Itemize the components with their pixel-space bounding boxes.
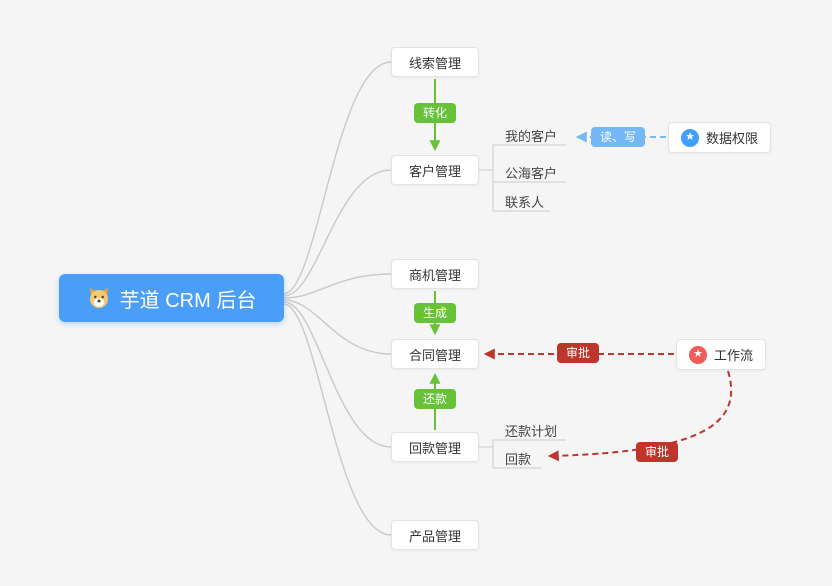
root-node-crm-backend: 芋道 CRM 后台	[59, 274, 284, 322]
edge-label-convert: 转化	[414, 103, 457, 123]
node-workflow: ★ 工作流	[676, 339, 767, 370]
subitem-contacts: 联系人	[505, 195, 545, 210]
node-payment-management: 回款管理	[391, 432, 479, 462]
node-product-management-label: 产品管理	[408, 528, 461, 544]
star-icon: ★	[689, 345, 707, 364]
dog-logo-icon	[87, 286, 111, 310]
subitem-repayment-plan: 还款计划	[505, 424, 558, 439]
node-opportunity-management: 商机管理	[391, 259, 479, 289]
edge-label-generate: 生成	[414, 303, 457, 323]
node-customer-management-label: 客户管理	[408, 163, 461, 179]
star-icon: ★	[681, 128, 699, 147]
subitem-my-customers: 我的客户	[505, 129, 558, 144]
node-customer-management: 客户管理	[391, 155, 479, 185]
node-data-permission-label: 数据权限	[706, 131, 759, 146]
root-node-label: 芋道 CRM 后台	[119, 289, 257, 312]
edge-label-repay: 还款	[414, 389, 457, 409]
node-product-management: 产品管理	[391, 520, 479, 550]
edge-label-approve-contract: 审批	[557, 343, 600, 363]
subitem-public-pool-customers: 公海客户	[505, 166, 558, 181]
edge-label-read-write: 读、写	[591, 127, 646, 147]
node-workflow-label: 工作流	[714, 348, 754, 363]
subitem-payment: 回款	[505, 452, 532, 467]
node-data-permission: ★ 数据权限	[668, 122, 772, 153]
node-contract-management: 合同管理	[391, 339, 479, 369]
node-lead-management-label: 线索管理	[408, 55, 461, 71]
node-contract-management-label: 合同管理	[408, 347, 461, 363]
node-lead-management: 线索管理	[391, 47, 479, 77]
node-opportunity-management-label: 商机管理	[408, 267, 461, 283]
node-payment-management-label: 回款管理	[408, 440, 461, 456]
edge-label-approve-payment: 审批	[636, 442, 679, 462]
